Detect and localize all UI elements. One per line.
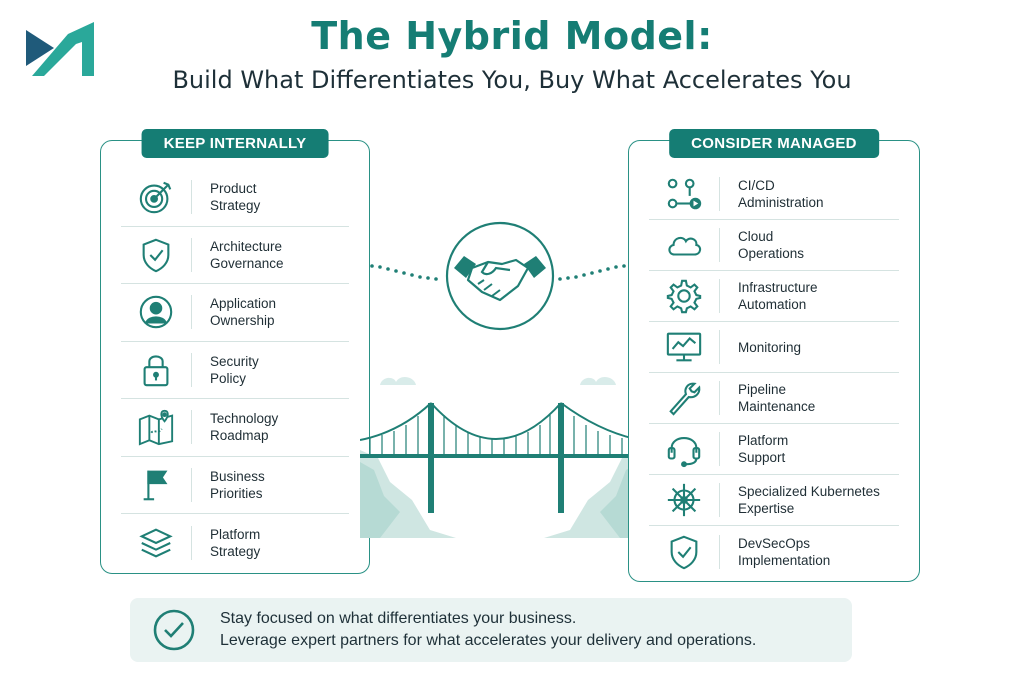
helm-icon <box>649 483 720 517</box>
shield-check-icon <box>121 237 192 273</box>
gear-icon <box>649 279 720 314</box>
consider-managed-heading: CONSIDER MANAGED <box>669 129 879 158</box>
list-item-devsecops: DevSecOps Implementation <box>649 526 899 577</box>
list-item-label: Platform Strategy <box>210 526 261 559</box>
consider-managed-panel: CONSIDER MANAGED CI/CD Administration Cl… <box>628 129 920 582</box>
list-item-label: DevSecOps Implementation <box>738 535 831 568</box>
cloud-icon <box>649 228 720 262</box>
bridge-icon <box>360 402 640 513</box>
list-item-infrastructure-automation: Infrastructure Automation <box>649 271 899 322</box>
monitor-icon <box>649 330 720 364</box>
list-item-label: Security Policy <box>210 353 259 386</box>
list-item-technology-roadmap: Technology Roadmap <box>121 399 349 457</box>
list-item-security-policy: Security Policy <box>121 342 349 399</box>
list-item-label: Application Ownership <box>210 296 277 329</box>
flag-icon <box>121 467 192 502</box>
keep-internally-heading: KEEP INTERNALLY <box>141 129 329 158</box>
check-circle-icon <box>153 609 195 651</box>
page-subtitle: Build What Differentiates You, Buy What … <box>172 66 852 94</box>
handshake-icon <box>445 221 555 331</box>
dotted-connector-left <box>370 264 438 281</box>
list-item-label: Architecture Governance <box>210 238 284 271</box>
list-item-cicd-administration: CI/CD Administration <box>649 169 899 220</box>
list-item-architecture-governance: Architecture Governance <box>121 227 349 284</box>
pipeline-icon <box>649 177 720 211</box>
list-item-label: Infrastructure Automation <box>738 280 818 312</box>
target-icon <box>121 180 192 215</box>
list-item-platform-support: Platform Support <box>649 424 899 475</box>
page-title: The Hybrid Model: <box>311 14 713 58</box>
list-item-application-ownership: Application Ownership <box>121 284 349 342</box>
lock-icon <box>121 352 192 387</box>
list-item-label: Business Priorities <box>210 468 265 501</box>
dotted-connector-right <box>558 264 626 281</box>
center-illustration <box>360 221 640 538</box>
list-item-label: Cloud Operations <box>738 229 805 261</box>
list-item-label: Specialized Kubernetes Expertise <box>738 484 880 516</box>
list-item-label: Product Strategy <box>210 181 261 214</box>
list-item-pipeline-maintenance: Pipeline Maintenance <box>649 373 899 424</box>
summary-line-1: Stay focused on what differentiates your… <box>220 610 577 627</box>
user-icon <box>121 295 192 330</box>
keep-internally-panel: KEEP INTERNALLY Product Strategy Archite… <box>100 129 370 574</box>
list-item-cloud-operations: Cloud Operations <box>649 220 899 271</box>
summary-line-2: Leverage expert partners for what accele… <box>220 632 757 649</box>
list-item-platform-strategy: Platform Strategy <box>121 514 349 572</box>
list-item-label: Platform Support <box>738 433 789 465</box>
list-item-product-strategy: Product Strategy <box>121 169 349 227</box>
brand-logo <box>26 22 94 76</box>
list-item-monitoring: Monitoring <box>649 322 899 373</box>
shield-check-icon <box>649 534 720 569</box>
headset-icon <box>649 432 720 468</box>
summary-banner: Stay focused on what differentiates your… <box>130 598 852 662</box>
wrench-icon <box>649 381 720 416</box>
list-item-label: Monitoring <box>738 339 802 355</box>
list-item-label: Pipeline Maintenance <box>738 382 816 414</box>
list-item-specialized-kubernetes: Specialized Kubernetes Expertise <box>649 475 899 526</box>
list-item-label: Technology Roadmap <box>210 411 279 444</box>
list-item-business-priorities: Business Priorities <box>121 457 349 514</box>
list-item-label: CI/CD Administration <box>738 178 824 210</box>
layers-icon <box>121 525 192 560</box>
map-pin-icon <box>121 410 192 446</box>
